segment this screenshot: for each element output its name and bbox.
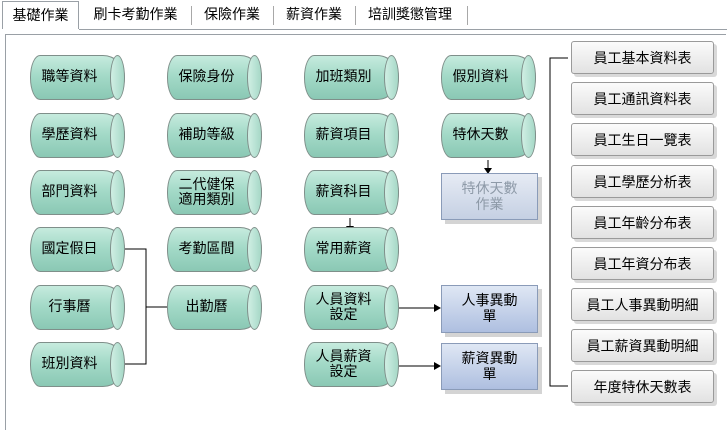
cylinder-salary-item[interactable]: 薪資項目 (304, 113, 399, 158)
cylinder-label: 保險身份 (178, 69, 235, 85)
report-employee-contact[interactable]: 員工通訊資料表 (571, 82, 714, 115)
cylinder-label: 假別資料 (452, 69, 509, 85)
cylinder-national-holiday[interactable]: 國定假日 (30, 227, 125, 272)
cylinder-personnel-salary-settings[interactable]: 人員薪資 設定 (304, 342, 399, 387)
tab-bar: 基礎作業 刷卡考勤作業 保險作業 薪資作業 培訓獎懲管理 (0, 0, 727, 30)
report-employee-seniority[interactable]: 員工年資分布表 (571, 247, 714, 280)
cylinder-label: 學歷資料 (41, 127, 98, 143)
cylinder-shift[interactable]: 班別資料 (30, 342, 125, 387)
cylinder-label: 人員資料 設定 (315, 291, 372, 323)
cylinder-attendance-calendar[interactable]: 出勤曆 (167, 285, 262, 330)
report-annual-special-leave[interactable]: 年度特休天數表 (571, 370, 714, 403)
tab-salary[interactable]: 薪資作業 (286, 7, 342, 23)
cylinder-nhi-category[interactable]: 二代健保 適用類別 (167, 170, 262, 215)
content-panel (5, 34, 726, 430)
report-employee-birthday[interactable]: 員工生日一覽表 (571, 123, 714, 156)
cylinder-label: 薪資科目 (315, 184, 372, 200)
cylinder-label: 人員薪資 設定 (315, 348, 372, 380)
tab-separator (273, 6, 274, 25)
cylinder-label: 考勤區間 (178, 241, 235, 257)
cylinder-label: 行事曆 (48, 299, 91, 315)
cylinder-personnel-settings[interactable]: 人員資料 設定 (304, 285, 399, 330)
special-leave-job-button[interactable]: 特休天數 作業 (441, 173, 538, 220)
tab-basic[interactable]: 基礎作業 (2, 1, 79, 29)
tab-attendance[interactable]: 刷卡考勤作業 (93, 7, 178, 23)
cylinder-calendar[interactable]: 行事曆 (30, 285, 125, 330)
cylinder-label: 補助等級 (178, 127, 235, 143)
cylinder-salary-account[interactable]: 薪資科目 (304, 170, 399, 215)
cylinder-department[interactable]: 部門資料 (30, 170, 125, 215)
cylinder-attendance-period[interactable]: 考勤區間 (167, 227, 262, 272)
report-salary-change-detail[interactable]: 員工薪資異動明細 (571, 329, 714, 362)
cylinder-label: 出勤曆 (185, 299, 228, 315)
cylinder-insurance-identity[interactable]: 保險身份 (167, 55, 262, 100)
report-employee-age[interactable]: 員工年齡分布表 (571, 206, 714, 239)
cylinder-label: 國定假日 (41, 241, 98, 257)
cylinder-common-salary[interactable]: 常用薪資 (304, 227, 399, 272)
cylinder-label: 班別資料 (41, 356, 98, 372)
report-personnel-change-detail[interactable]: 員工人事異動明細 (571, 288, 714, 321)
personnel-change-button[interactable]: 人事異動 單 (441, 285, 538, 333)
tab-separator (467, 6, 468, 25)
tab-underline (79, 29, 727, 30)
cylinder-label: 薪資項目 (315, 127, 372, 143)
cylinder-job-grade[interactable]: 職等資料 (30, 55, 125, 100)
cylinder-overtime-type[interactable]: 加班類別 (304, 55, 399, 100)
salary-change-button[interactable]: 薪資異動 單 (441, 343, 538, 390)
cylinder-label: 特休天數 (452, 127, 509, 143)
tab-insurance[interactable]: 保險作業 (204, 7, 260, 23)
cylinder-label: 部門資料 (41, 184, 98, 200)
report-employee-basic[interactable]: 員工基本資料表 (571, 41, 714, 74)
tab-separator (191, 6, 192, 25)
cylinder-label: 常用薪資 (315, 241, 372, 257)
cylinder-special-leave-days[interactable]: 特休天數 (441, 113, 536, 158)
cylinder-education[interactable]: 學歷資料 (30, 113, 125, 158)
tab-training[interactable]: 培訓獎懲管理 (368, 7, 452, 23)
cylinder-leave-type[interactable]: 假別資料 (441, 55, 536, 100)
report-employee-education[interactable]: 員工學歷分析表 (571, 165, 714, 198)
cylinder-subsidy-level[interactable]: 補助等級 (167, 113, 262, 158)
tab-separator (355, 6, 356, 25)
cylinder-label: 加班類別 (315, 69, 372, 85)
cylinder-label: 二代健保 適用類別 (178, 176, 235, 208)
cylinder-label: 職等資料 (41, 69, 98, 85)
